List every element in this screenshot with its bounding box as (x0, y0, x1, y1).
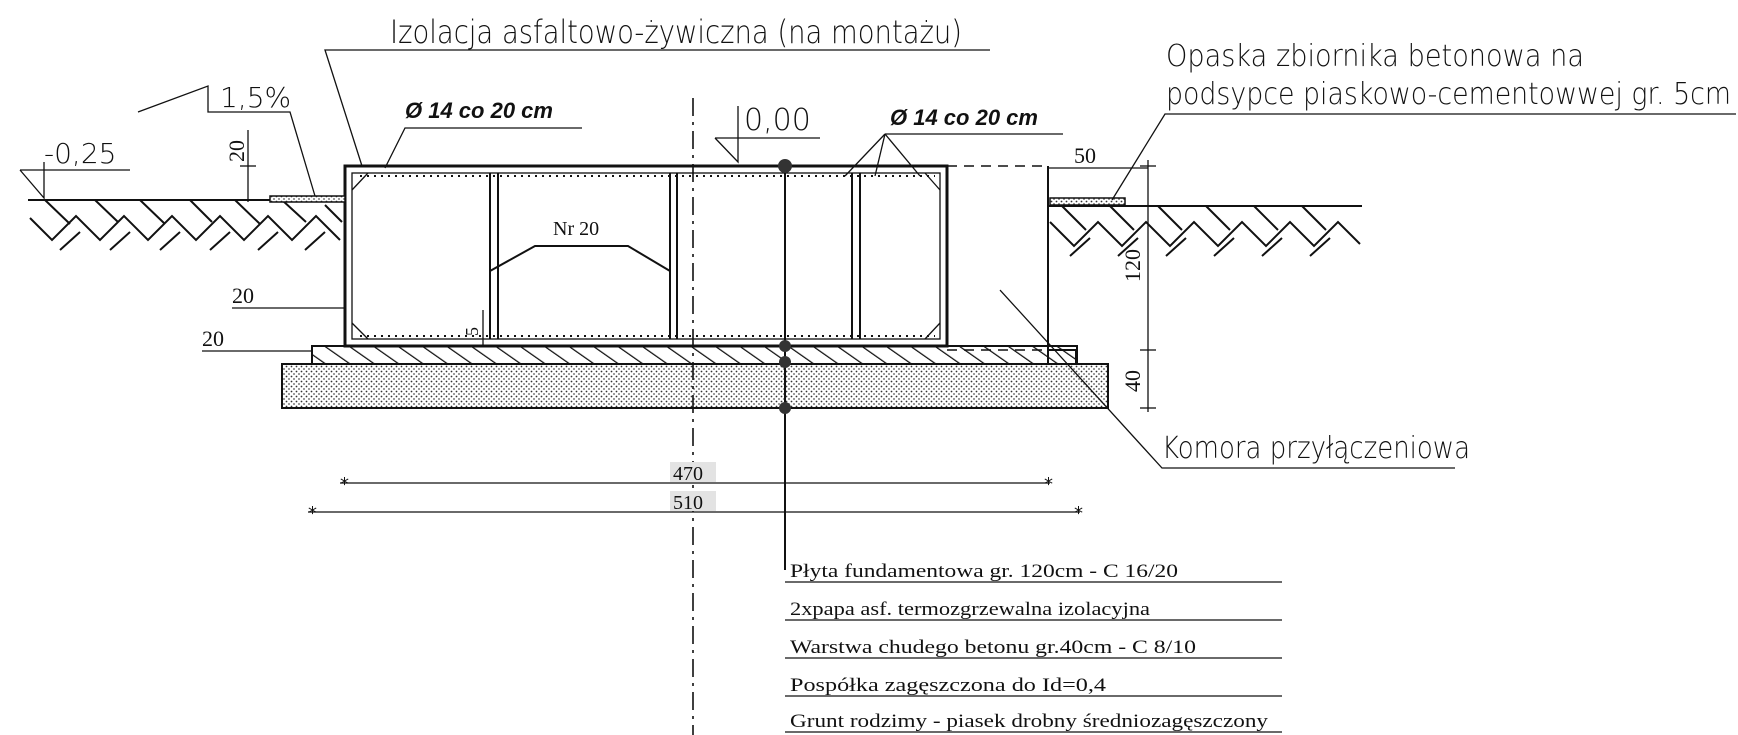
dim-vertical-right: 120 40 (1120, 160, 1156, 412)
svg-text:*: * (340, 474, 349, 495)
slope-label: 1,5% (220, 81, 291, 114)
slope-indicator: 1,5% (137, 81, 316, 197)
dim-470: * * 470 (340, 462, 1053, 495)
node-membrane (779, 340, 791, 352)
layer-4: Pospółka zagęszczona do Id=0,4 (790, 675, 1107, 696)
svg-text:*: * (1074, 503, 1083, 524)
membrane-layer (311, 345, 1078, 365)
dim-20-top: 20 (224, 130, 256, 202)
ground-left (28, 199, 345, 251)
dim-50: 50 (1048, 143, 1148, 169)
level-left-label: -0,25 (44, 137, 116, 170)
dim-20-base: 20 (202, 326, 312, 352)
dim-5: 5 (462, 310, 484, 346)
insulation-label: Izolacja asfaltowo-żywiczna (na montażu) (390, 13, 962, 51)
rebar-label-left: Ø 14 co 20 cm (405, 98, 553, 123)
node-lean (779, 356, 791, 368)
node-top (778, 159, 792, 173)
bar-number-label: Nr 20 (553, 218, 599, 240)
rebar-label-right: Ø 14 co 20 cm (890, 105, 1038, 130)
svg-text:*: * (1044, 474, 1053, 495)
ground-right (1048, 205, 1362, 257)
svg-text:50: 50 (1074, 143, 1096, 168)
svg-text:5: 5 (462, 327, 482, 336)
svg-text:20: 20 (224, 140, 249, 162)
svg-text:120: 120 (1120, 249, 1145, 282)
connection-chamber (947, 165, 1077, 365)
dim-20-wall: 20 (232, 283, 345, 309)
svg-text:470: 470 (673, 463, 703, 485)
level-marker-zero: 0,00 (714, 103, 820, 164)
band-label-line2: podsypce piaskowo-cementowwej gr. 5cm (1166, 77, 1731, 112)
chamber-label: Komora przyłączeniowa (1162, 431, 1470, 466)
band-left (269, 195, 346, 203)
layer-3: Warstwa chudego betonu gr.40cm - C 8/10 (790, 637, 1196, 658)
svg-text:20: 20 (202, 326, 224, 351)
layer-1: Płyta fundamentowa gr. 120cm - C 16/20 (790, 561, 1178, 582)
dim-510: * * 510 (308, 491, 1083, 524)
node-gravel (779, 402, 791, 414)
layer-5: Grunt rodzimy - piasek drobny średniozag… (790, 711, 1269, 732)
band-label-line1: Opaska zbiornika betonowa na (1166, 39, 1584, 74)
layer-2: 2xpapa asf. termozgrzewalna izolacyjna (790, 599, 1151, 620)
layer-table: Płyta fundamentowa gr. 120cm - C 16/20 2… (785, 561, 1282, 733)
svg-text:40: 40 (1120, 370, 1145, 392)
band-right (1049, 197, 1126, 206)
tank-body (343, 164, 949, 348)
svg-text:20: 20 (232, 283, 254, 308)
svg-text:*: * (308, 503, 317, 524)
level-zero-label: 0,00 (744, 103, 811, 138)
level-marker-left: -0,25 (19, 137, 130, 200)
lean-concrete-layer (281, 363, 1109, 409)
svg-text:510: 510 (673, 492, 703, 514)
